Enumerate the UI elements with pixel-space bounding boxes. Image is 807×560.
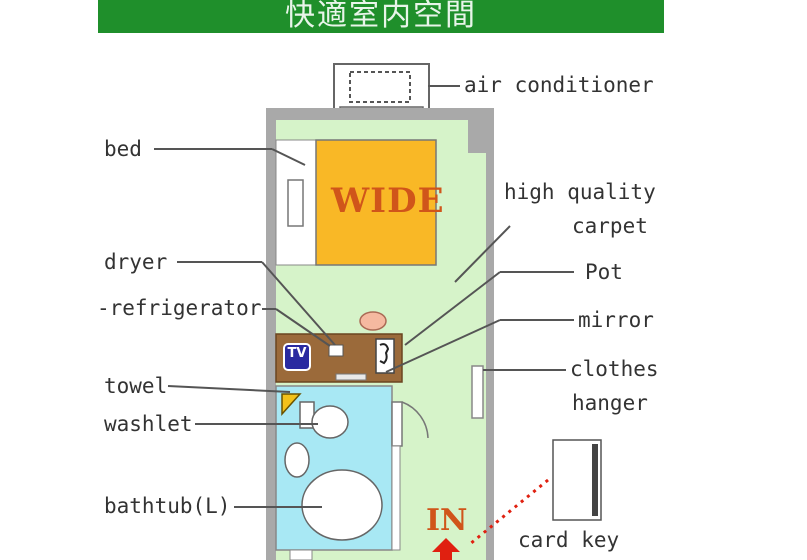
pot-label: Pot — [585, 260, 623, 284]
mirror-label: mirror — [578, 308, 654, 332]
bed-size-label: WIDE — [331, 181, 445, 221]
entrance-label: IN — [426, 503, 468, 538]
banner-title: 快適室内空間 — [285, 0, 477, 33]
card-key-pointer — [469, 478, 549, 546]
bed — [275, 139, 437, 266]
title-banner: 快適室内空間 — [98, 0, 664, 33]
bed-label: bed — [104, 137, 142, 161]
dryer-label: dryer — [104, 250, 168, 274]
leader-lines — [154, 85, 574, 508]
high-quality-label: high quality — [504, 180, 656, 204]
card-key-device — [552, 439, 602, 521]
towel-label: towel — [104, 374, 168, 398]
bathtub-label: bathtub(L) — [104, 494, 231, 518]
desk-counter — [275, 311, 403, 383]
carpet-label: carpet — [572, 214, 648, 238]
clothes-hanger-closet — [471, 365, 484, 419]
clothes-label: clothes — [570, 357, 659, 381]
air-conditioner-label: air conditioner — [464, 73, 654, 97]
washlet-label: washlet — [104, 412, 193, 436]
tv-icon-label: TV — [287, 346, 307, 361]
hanger-label: hanger — [572, 391, 648, 415]
bathroom — [275, 385, 429, 560]
entrance-arrow-icon — [432, 538, 460, 560]
refrigerator-label: -refrigerator — [97, 296, 262, 320]
card-key-label: card key — [518, 528, 620, 552]
